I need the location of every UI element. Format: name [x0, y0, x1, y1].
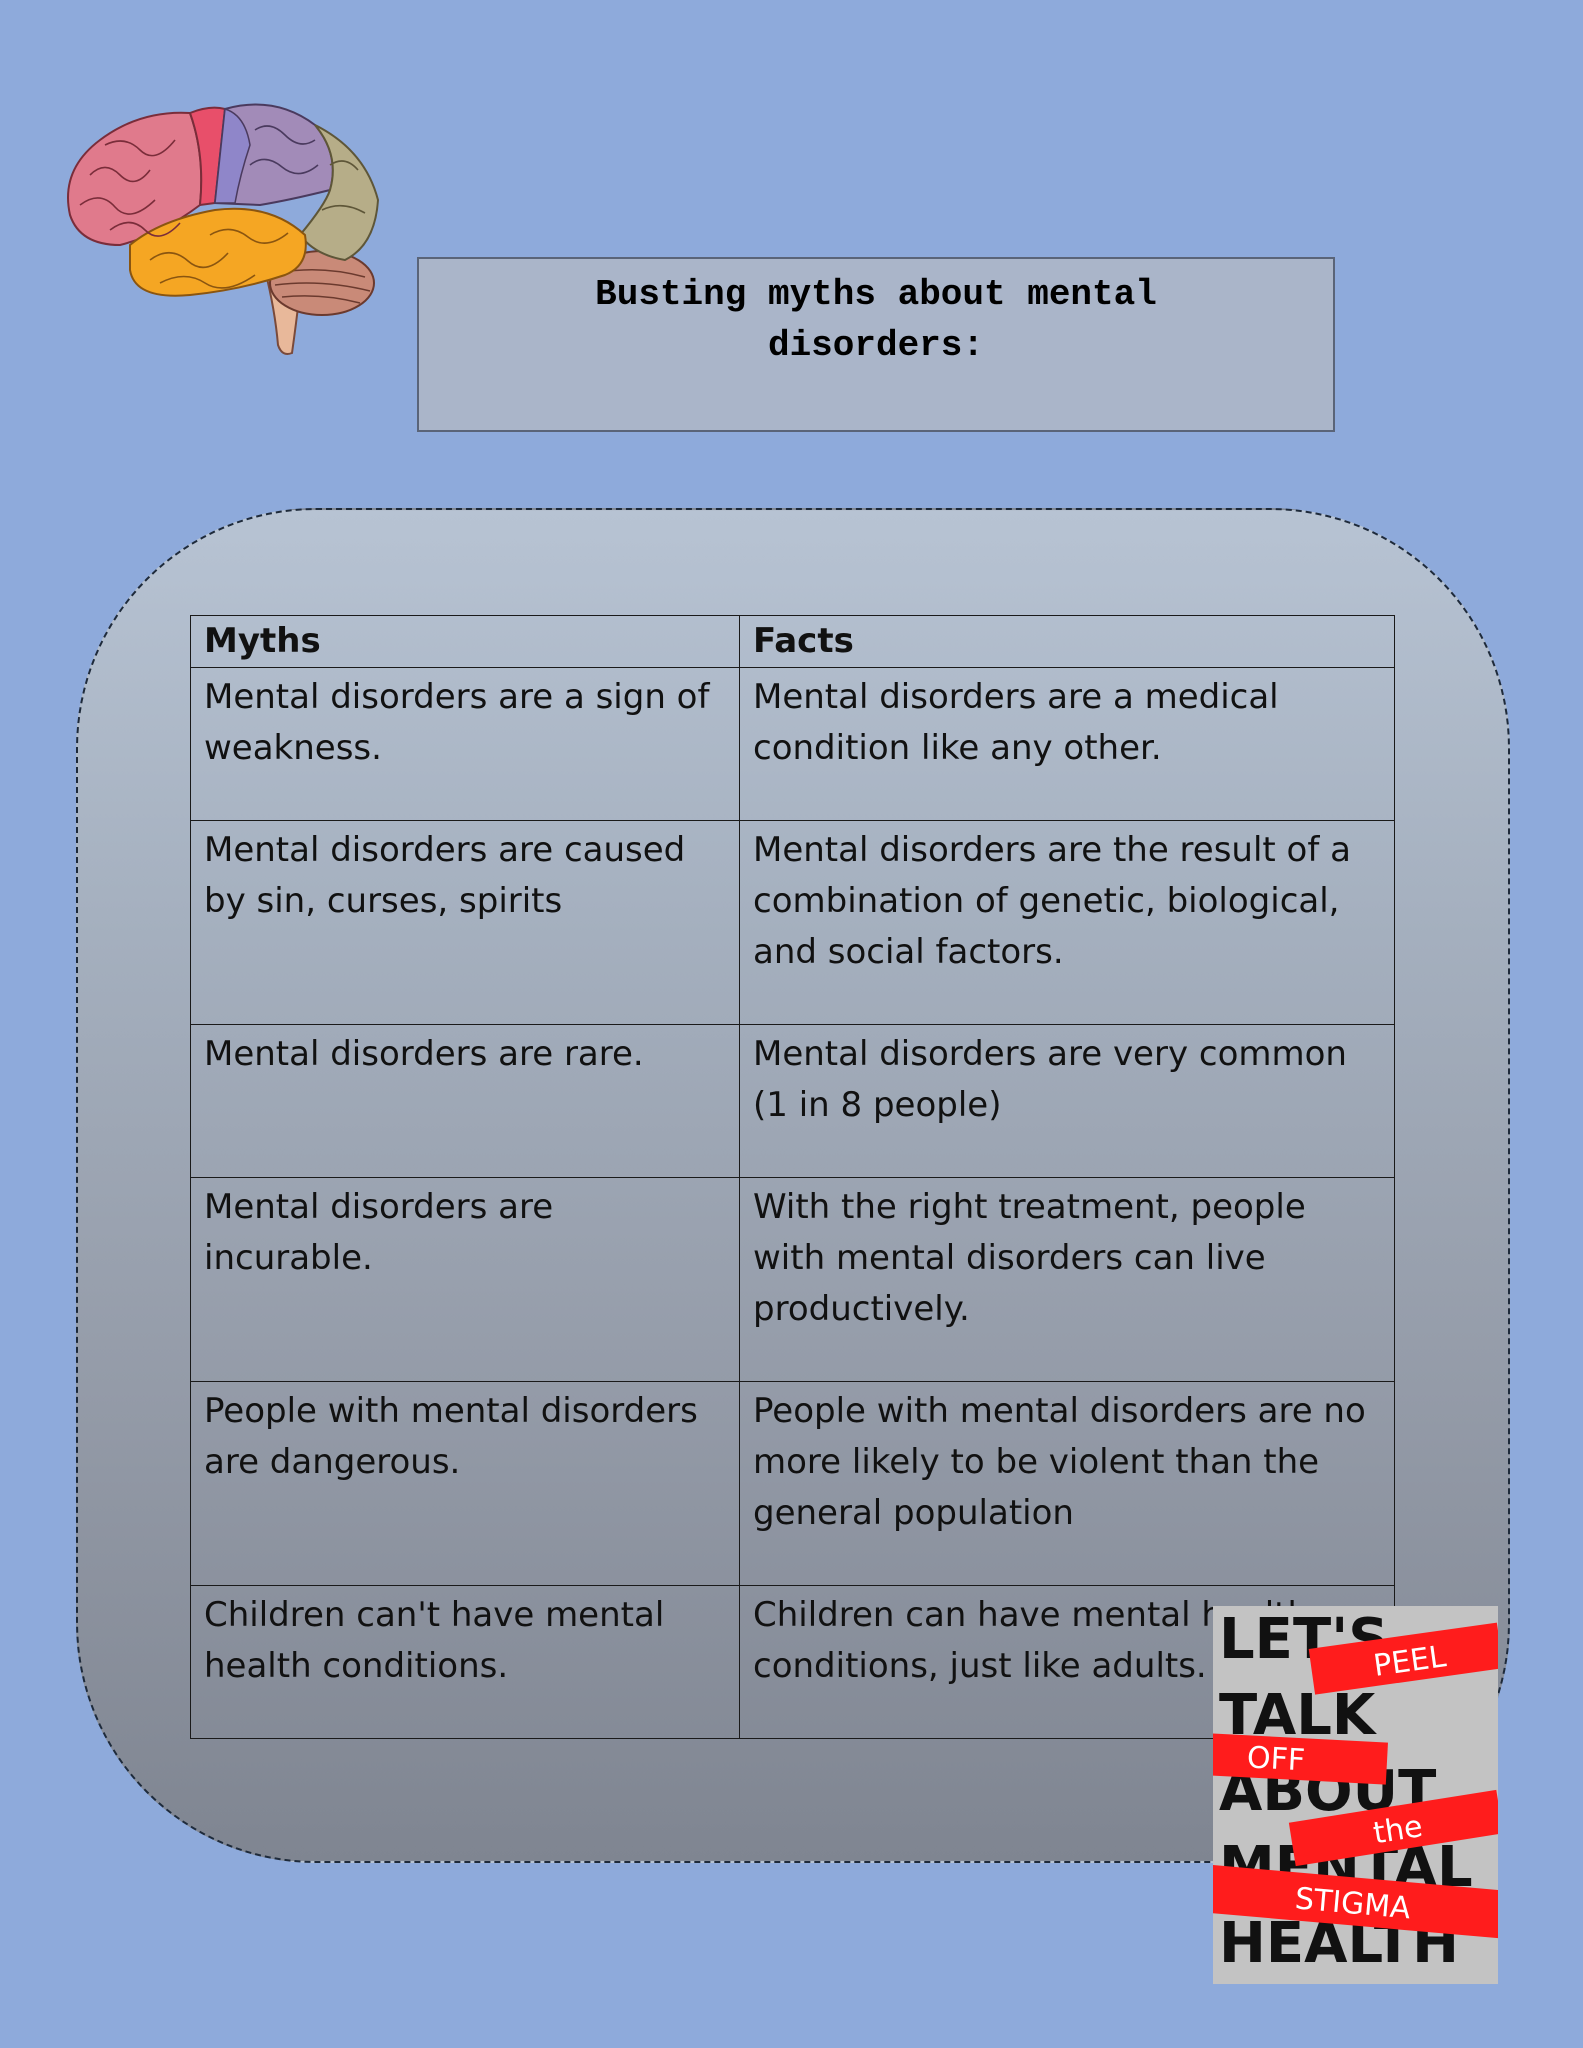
logo-ribbon [1308, 1622, 1498, 1695]
fact-cell: Mental disorders are the result of a com… [739, 820, 1395, 1025]
logo-ribbon-text: the [1371, 1809, 1425, 1851]
fact-cell: People with mental disorders are no more… [739, 1381, 1395, 1586]
title-box: Busting myths about mental disorders: [417, 257, 1335, 432]
fact-cell: With the right treatment, people with me… [739, 1177, 1395, 1382]
myth-cell: Children can't have mental health condit… [190, 1585, 740, 1739]
table-row: Mental disorders are incurable. With the… [190, 1177, 1395, 1382]
myth-cell: Mental disorders are rare. [190, 1024, 740, 1178]
table-row: Mental disorders are a sign of weakness.… [190, 667, 1395, 821]
stigma-logo: LET'S TALK ABOUT MENTAL HEALTH PEEL OFF … [1213, 1606, 1498, 1984]
myth-cell: Mental disorders are caused by sin, curs… [190, 820, 740, 1025]
header-myths: Myths [190, 615, 740, 668]
table-row: People with mental disorders are dangero… [190, 1381, 1395, 1586]
logo-ribbon [1288, 1789, 1498, 1867]
brain-illustration [67, 103, 380, 355]
myth-cell: Mental disorders are a sign of weakness. [190, 667, 740, 821]
myth-cell: Mental disorders are incurable. [190, 1177, 740, 1382]
fact-cell: Mental disorders are a medical condition… [739, 667, 1395, 821]
table-row: Mental disorders are rare. Mental disord… [190, 1024, 1395, 1178]
page-title: Busting myths about mental disorders: [595, 274, 1157, 366]
fact-cell: Mental disorders are very common (1 in 8… [739, 1024, 1395, 1178]
myth-cell: People with mental disorders are dangero… [190, 1381, 740, 1586]
logo-ribbon [1213, 1864, 1498, 1939]
header-facts: Facts [739, 615, 1395, 668]
logo-ribbon [1213, 1733, 1388, 1785]
myths-facts-table: Myths Facts Mental disorders are a sign … [190, 615, 1395, 1739]
logo-ribbon-text: OFF [1246, 1740, 1306, 1778]
table-header-row: Myths Facts [190, 615, 1395, 668]
table-row: Mental disorders are caused by sin, curs… [190, 820, 1395, 1025]
